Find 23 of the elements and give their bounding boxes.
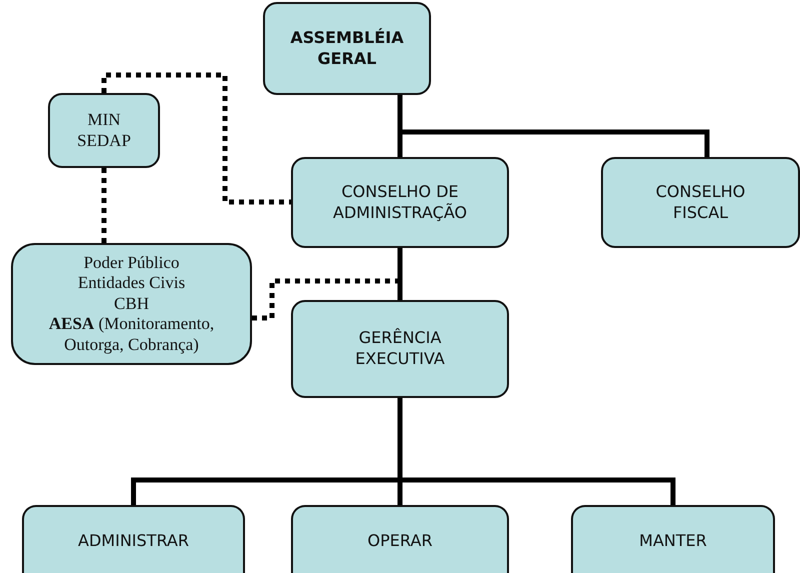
org-box: [291, 157, 509, 248]
box-label: CBH: [113, 294, 150, 314]
org-box: [291, 300, 509, 398]
box-label: AESA (Monitoramento, Outorga, Cobrança): [48, 314, 216, 355]
box-label: ASSEMBLÉIA GERAL: [289, 28, 405, 70]
box-label: CONSELHO FISCAL: [654, 182, 746, 224]
org-box: [291, 505, 509, 573]
box-label: CONSELHO DE ADMINISTRAÇÃO: [332, 182, 468, 224]
org-box: [48, 93, 160, 168]
org-box: [571, 505, 775, 573]
box-label: GERÊNCIA EXECUTIVA: [354, 328, 446, 370]
box-label: Poder Público: [82, 253, 180, 274]
org-box: [263, 2, 431, 95]
box-label: MANTER: [638, 531, 708, 552]
box-label: Entidades Civis: [76, 273, 186, 294]
box-label: OPERAR: [366, 531, 434, 552]
org-box: [22, 505, 245, 573]
org-box: [11, 243, 252, 365]
org-box: [601, 157, 800, 248]
dotted-connector: [102, 72, 291, 204]
box-label: MIN SEDAP: [76, 110, 132, 151]
box-label: ADMINISTRAR: [77, 531, 190, 552]
dotted-connector: [102, 168, 106, 243]
